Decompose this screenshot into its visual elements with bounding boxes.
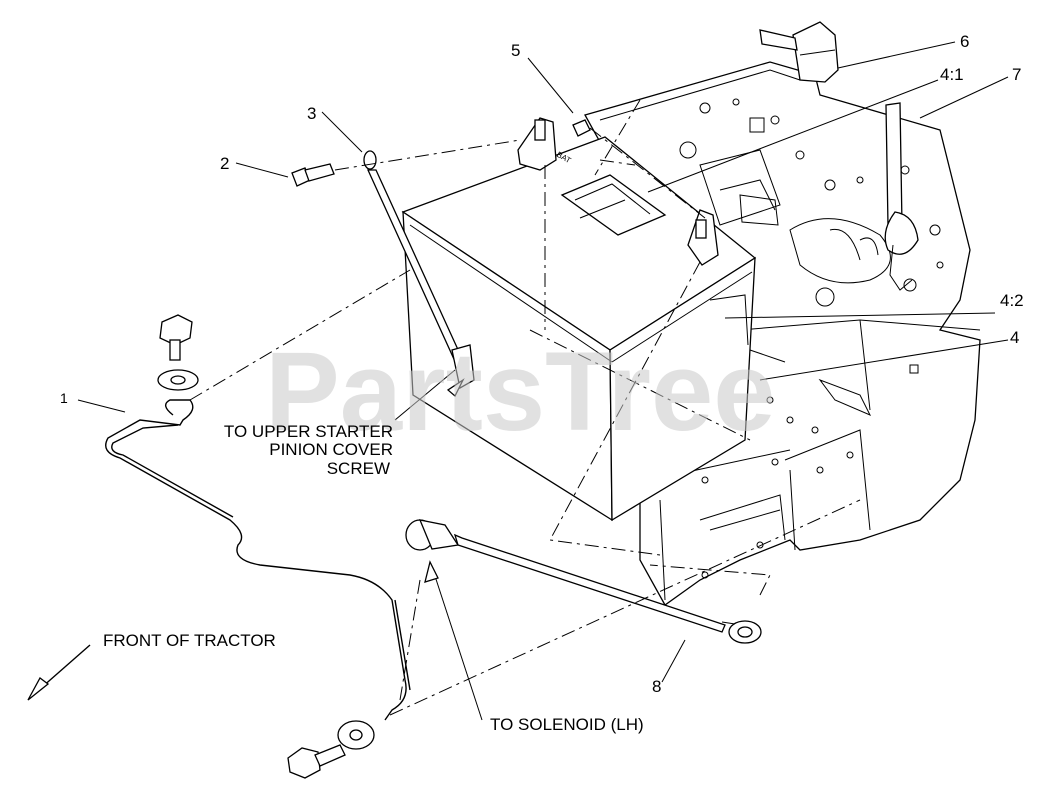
callout-2: 2	[220, 154, 229, 173]
part-4-2-bracket	[709, 194, 779, 346]
part-5-nut	[572, 119, 591, 137]
callout-4: 4	[1010, 328, 1019, 347]
note-starter-line1: TO UPPER STARTER	[224, 422, 393, 441]
part-1-holddown-rod	[105, 314, 411, 779]
part-4-battery: BAT	[401, 117, 757, 522]
part-7-rod	[859, 102, 919, 291]
leader-lines	[77, 41, 1009, 721]
part-3-cable	[363, 150, 475, 390]
part-2-bolt	[291, 163, 335, 187]
callout-1: 1	[60, 390, 68, 406]
note-to-solenoid: TO SOLENOID (LH)	[490, 715, 644, 734]
callout-4-2: 4:2	[1000, 291, 1024, 310]
part-6-boot	[759, 21, 839, 83]
part-8-cable	[405, 519, 762, 644]
watermark: PartsTree	[265, 329, 776, 454]
callout-6: 6	[960, 32, 969, 51]
callout-8: 8	[652, 677, 661, 696]
note-starter-line3: SCREW	[327, 459, 390, 478]
callout-7: 7	[1012, 65, 1021, 84]
callout-5: 5	[511, 41, 520, 60]
callout-4-1: 4:1	[940, 65, 964, 84]
callout-3: 3	[307, 104, 316, 123]
arrows	[27, 378, 465, 701]
note-starter-line2: PINION COVER	[269, 440, 393, 459]
note-front-of-tractor: FRONT OF TRACTOR	[103, 631, 276, 650]
